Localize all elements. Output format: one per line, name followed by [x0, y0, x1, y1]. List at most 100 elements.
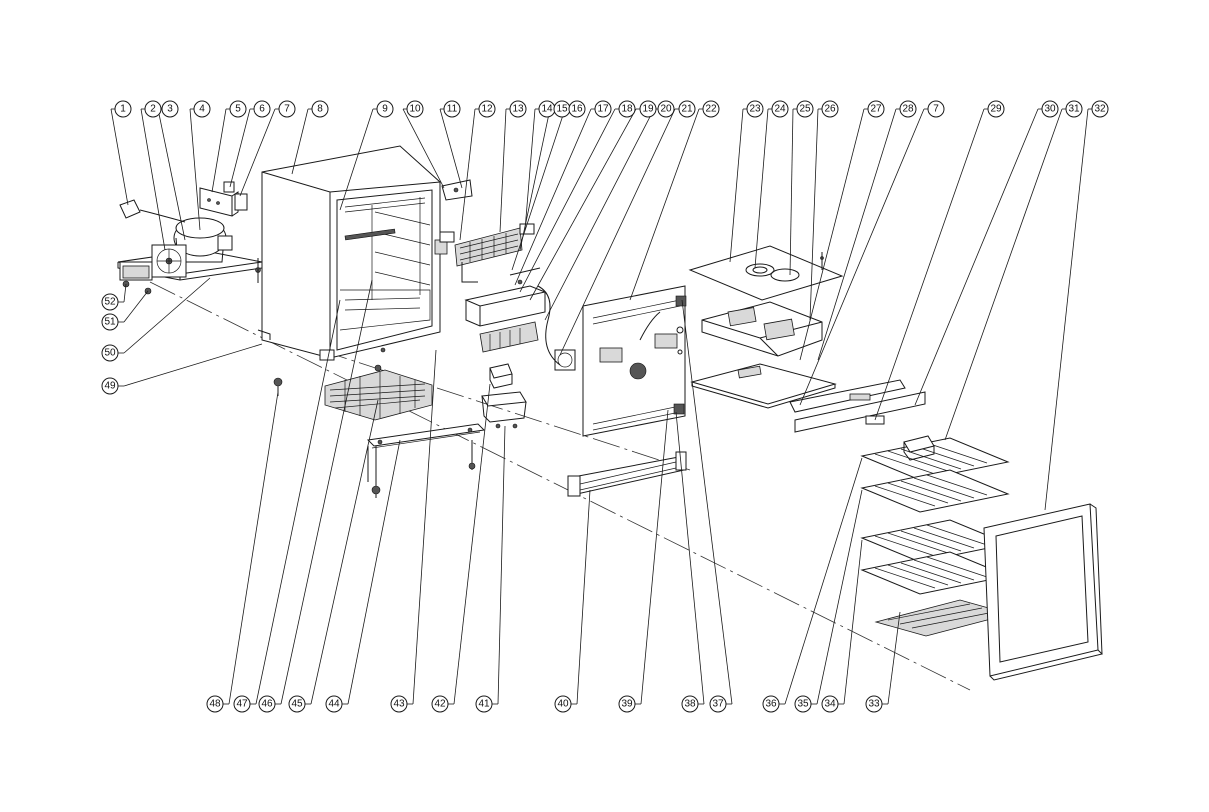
callout-top-leader: [189, 108, 201, 231]
svg-text:33: 33: [868, 699, 880, 710]
callout-bottom-48: 48: [206, 695, 224, 713]
back-panel: [582, 285, 687, 437]
callout-left-leader: [123, 343, 263, 387]
callout-top-leader: [874, 108, 985, 421]
callout-bottom-leader: [640, 409, 669, 705]
svg-text:15: 15: [556, 104, 568, 115]
callout-bottom-leader: [347, 439, 401, 705]
svg-text:35: 35: [797, 699, 809, 710]
callout-top-23: 23: [746, 100, 764, 118]
svg-text:22: 22: [705, 104, 717, 115]
callout-top-leader: [789, 108, 794, 276]
svg-text:16: 16: [571, 104, 583, 115]
svg-text:7: 7: [933, 104, 939, 115]
svg-text:9: 9: [382, 104, 388, 115]
callout-top-15: 15: [553, 100, 571, 118]
callout-left-50: 50: [101, 344, 119, 362]
door-frame: [983, 503, 1103, 681]
callout-bottom-33: 33: [865, 695, 883, 713]
svg-text:32: 32: [1094, 104, 1106, 115]
leader-lines: [110, 108, 1092, 705]
callout-left-leader: [123, 290, 149, 323]
callout-bottom-39: 39: [618, 695, 636, 713]
callout-bottom-37: 37: [709, 695, 727, 713]
callout-bottom-34: 34: [821, 695, 839, 713]
callout-top-5: 5: [229, 100, 247, 118]
callout-top-32: 32: [1091, 100, 1109, 118]
svg-text:14: 14: [541, 104, 553, 115]
callout-top-4: 4: [193, 100, 211, 118]
svg-text:43: 43: [393, 699, 405, 710]
callout-bottom-leader: [576, 489, 591, 705]
svg-text:38: 38: [684, 699, 696, 710]
callout-top-18: 18: [618, 100, 636, 118]
svg-text:44: 44: [328, 699, 340, 710]
callout-bottom-leader: [310, 399, 379, 705]
svg-text:19: 19: [642, 104, 654, 115]
callout-top-7: 7: [927, 100, 945, 118]
svg-text:39: 39: [621, 699, 633, 710]
callout-top-7: 7: [278, 100, 296, 118]
callout-bottom-leader: [280, 279, 373, 705]
kick-plate: [567, 451, 687, 497]
svg-text:31: 31: [1068, 104, 1080, 115]
callout-top-30: 30: [1041, 100, 1059, 118]
callout-bottom-leader: [675, 411, 705, 705]
callout-left-leader: [123, 283, 127, 303]
callout-top-leader: [529, 108, 637, 301]
svg-text:2: 2: [150, 104, 156, 115]
axis-lines: [149, 281, 971, 691]
svg-text:3: 3: [167, 104, 173, 115]
svg-text:49: 49: [104, 381, 116, 392]
callout-top-28: 28: [899, 100, 917, 118]
callout-top-9: 9: [376, 100, 394, 118]
callout-top-leader: [519, 108, 616, 293]
callout-top-leader: [729, 108, 744, 263]
callout-bottom-leader: [255, 299, 341, 705]
callout-top-17: 17: [594, 100, 612, 118]
callout-bottom-41: 41: [475, 695, 493, 713]
callout-top-10: 10: [406, 100, 424, 118]
callout-top-13: 13: [509, 100, 527, 118]
callout-bottom-leader: [453, 383, 491, 705]
svg-text:47: 47: [236, 699, 248, 710]
svg-text:26: 26: [824, 104, 836, 115]
svg-text:24: 24: [774, 104, 786, 115]
svg-text:25: 25: [799, 104, 811, 115]
callout-top-24: 24: [771, 100, 789, 118]
callout-top-26: 26: [821, 100, 839, 118]
svg-text:8: 8: [317, 104, 323, 115]
callout-top-16: 16: [568, 100, 586, 118]
callout-top-22: 22: [702, 100, 720, 118]
callout-top-leader: [459, 108, 476, 241]
callout-bottom-40: 40: [554, 695, 572, 713]
callout-top-3: 3: [161, 100, 179, 118]
callout-top-12: 12: [478, 100, 496, 118]
callout-top-leader: [439, 108, 463, 189]
callout-top-1: 1: [114, 100, 132, 118]
callout-top-leader: [157, 108, 186, 241]
callout-bottom-leader: [816, 489, 863, 705]
callout-top-2: 2: [144, 100, 162, 118]
callout-top-25: 25: [796, 100, 814, 118]
svg-text:34: 34: [824, 699, 836, 710]
callout-top-leader: [544, 108, 655, 321]
svg-text:36: 36: [765, 699, 777, 710]
svg-text:5: 5: [235, 104, 241, 115]
callout-bottom-43: 43: [390, 695, 408, 713]
svg-text:21: 21: [681, 104, 693, 115]
callout-bottom-44: 44: [325, 695, 343, 713]
callout-top-leader: [519, 108, 551, 251]
cabinet-body: [257, 145, 448, 396]
callout-top-leader: [754, 108, 769, 269]
callout-bottom-45: 45: [288, 695, 306, 713]
callout-left-leader: [123, 277, 211, 354]
svg-text:48: 48: [209, 699, 221, 710]
svg-text:1: 1: [120, 104, 126, 115]
svg-text:46: 46: [261, 699, 273, 710]
callout-top-leader: [944, 108, 1063, 441]
callout-top-leader: [239, 108, 276, 197]
callout-bottom-47: 47: [233, 695, 251, 713]
